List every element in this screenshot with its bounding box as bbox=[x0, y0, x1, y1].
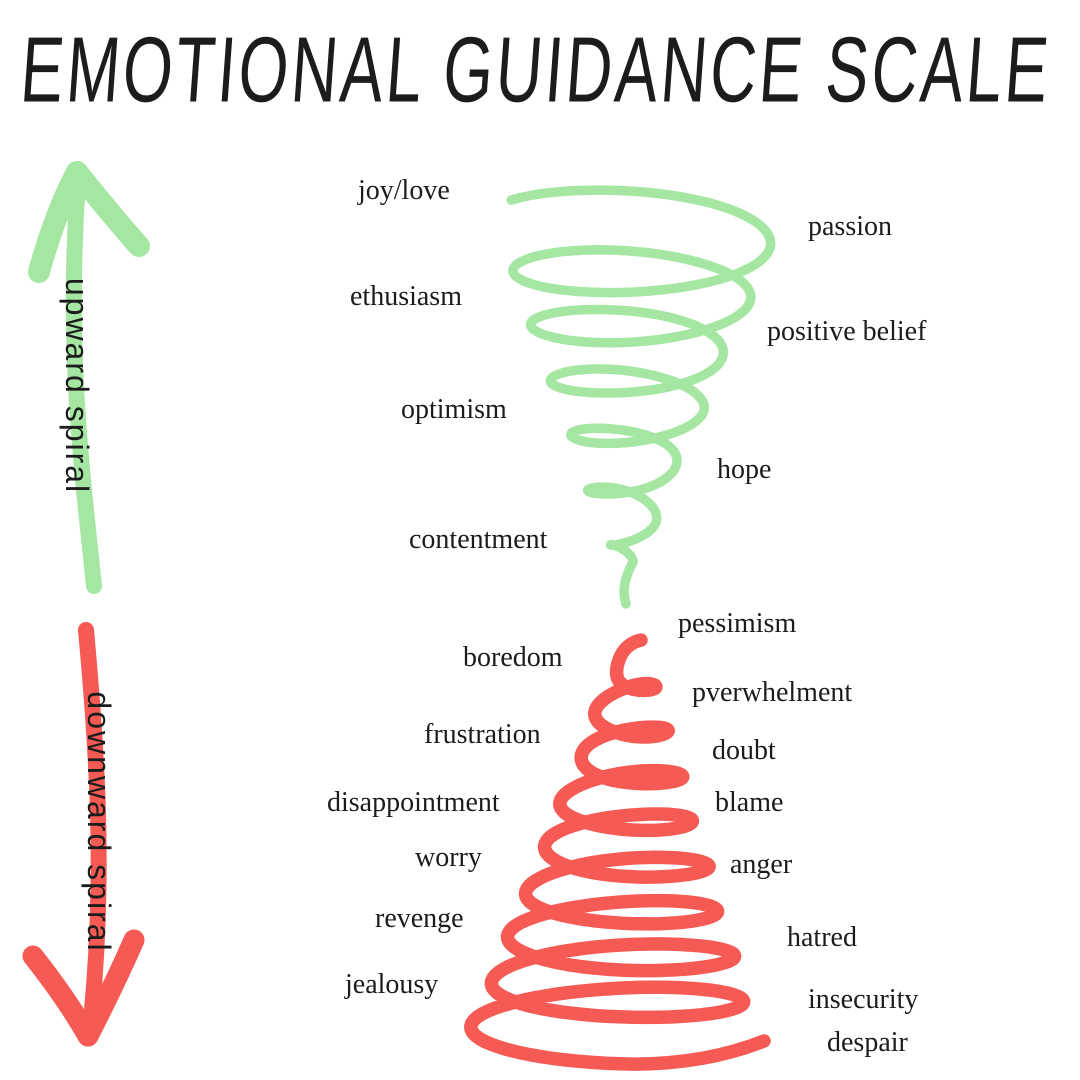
downward-spiral-drawing bbox=[464, 633, 771, 1071]
emotion-label-anger: anger bbox=[730, 849, 793, 880]
emotion-label-worry: worry bbox=[415, 842, 482, 873]
emotion-label-passion: passion bbox=[808, 211, 892, 242]
emotion-label-boredom: boredom bbox=[463, 642, 563, 673]
down-arrow-icon bbox=[22, 622, 145, 1047]
emotion-label-blame: blame bbox=[715, 787, 784, 818]
emotion-label-hatred: hatred bbox=[787, 922, 857, 953]
emotion-label-contentment: contentment bbox=[409, 524, 548, 555]
emotion-label-jealousy: jealousy bbox=[345, 969, 439, 1000]
emotion-label-positive-belief: positive belief bbox=[767, 316, 927, 347]
downward-spiral-axis-label: downward spiral bbox=[81, 691, 117, 953]
emotion-label-frustration: frustration bbox=[424, 719, 541, 750]
emotion-label-revenge: revenge bbox=[375, 903, 464, 934]
emotion-label-pverwhelment: pverwhelment bbox=[692, 677, 853, 708]
emotion-label-ethusiasm: ethusiasm bbox=[350, 281, 462, 312]
upward-spiral-axis-label: upward spiral bbox=[59, 277, 95, 495]
emotion-label-joy-love: joy/love bbox=[358, 175, 450, 206]
emotion-label-optimism: optimism bbox=[401, 394, 507, 425]
emotion-label-pessimism: pessimism bbox=[678, 608, 797, 639]
page-title: EMOTIONAL GUIDANCE SCALE bbox=[17, 17, 1055, 122]
emotion-label-disappointment: disappointment bbox=[327, 787, 500, 818]
upward-spiral-drawing bbox=[506, 185, 776, 609]
emotion-label-despair: despair bbox=[827, 1027, 908, 1058]
emotion-label-hope: hope bbox=[717, 454, 772, 485]
up-arrow-icon bbox=[28, 161, 150, 594]
emotion-label-insecurity: insecurity bbox=[808, 984, 919, 1015]
emotion-label-doubt: doubt bbox=[712, 735, 776, 766]
